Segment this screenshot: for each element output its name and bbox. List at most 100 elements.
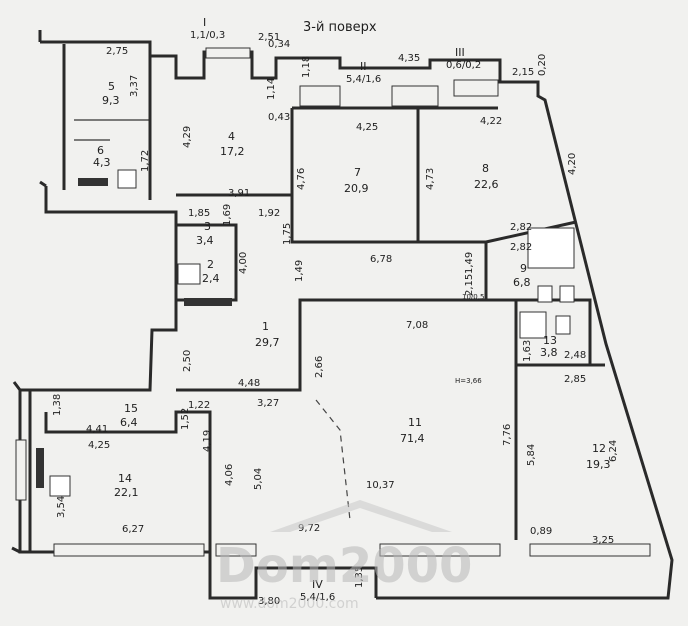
dimension-label: 6,24 — [608, 440, 619, 462]
dimension-label: 2,85 — [564, 374, 586, 385]
room-10-label: 10/0,5 — [462, 293, 484, 301]
dimension-label: 1,75 — [282, 223, 293, 245]
stove — [49, 475, 71, 497]
dimension-label: 3,54 — [56, 496, 67, 518]
floor-title: 3-й поверх — [303, 20, 377, 35]
room-number: 2 — [207, 258, 214, 271]
dimension-label: 1,63 — [522, 340, 533, 362]
room-number: 9 — [520, 262, 527, 275]
dimension-label: 2,66 — [314, 356, 325, 378]
dimension-label: 7,08 — [406, 320, 428, 331]
room-area: 2,4 — [202, 272, 220, 285]
dimension-label: 1,14 — [266, 78, 277, 100]
dimension-label: 1,72 — [140, 150, 151, 172]
room-number: 5 — [108, 80, 115, 93]
room-number: 1 — [262, 320, 269, 333]
balcony-number: I — [203, 16, 206, 29]
dimension-label: 4,41 — [86, 424, 108, 435]
dimension-label: 1,22 — [188, 400, 210, 411]
dimension-label: 2,82 — [510, 242, 532, 253]
dimension-label: 1,49 — [464, 252, 475, 274]
watermark-brand: Dom2000 — [216, 538, 472, 594]
dimension-labels: 2,75 3,37 1,72 2,51 0,34 1,18 4,35 2,15 … — [52, 32, 619, 607]
room-number: 12 — [592, 442, 606, 455]
dimension-label: 6,27 — [122, 524, 144, 535]
dimension-label: 2,15 — [512, 67, 534, 78]
dimension-label: 4,35 — [398, 53, 420, 64]
room-number: 6 — [97, 144, 104, 157]
interior-walls — [28, 44, 605, 552]
room-area: 6,8 — [513, 276, 531, 289]
dimension-label: 1,69 — [222, 204, 233, 226]
dimension-label: 1,38 — [52, 394, 63, 416]
sink-13 — [519, 311, 547, 339]
sink-6 — [117, 169, 137, 189]
radiator-14 — [36, 448, 44, 488]
room-area: 71,4 — [400, 432, 425, 445]
room-area: 3,4 — [196, 234, 214, 247]
room-area: 29,7 — [255, 336, 280, 349]
dimension-label: 9,72 — [298, 523, 320, 534]
dimension-label: 0,89 — [530, 526, 552, 537]
dimension-label: 3,37 — [129, 75, 140, 97]
room-number: 3 — [204, 220, 211, 233]
dimension-label: 3,25 — [592, 535, 614, 546]
dimension-label: 5,84 — [526, 444, 537, 466]
room-number: 13 — [543, 334, 557, 347]
dimension-label: 10,37 — [366, 480, 395, 491]
room-number: 7 — [354, 166, 361, 179]
balcony-number: IV — [312, 578, 323, 591]
dimension-label: 2,75 — [106, 46, 128, 57]
room-area: 20,9 — [344, 182, 369, 195]
room-area: 4,3 — [93, 156, 111, 169]
dimension-label: 4,22 — [480, 116, 502, 127]
dimension-label: 0,43 — [268, 112, 290, 123]
room-number: 14 — [118, 472, 132, 485]
balcony-area: 5,4/1,6 — [300, 592, 335, 603]
bathtub — [527, 227, 575, 269]
toilet — [537, 285, 553, 303]
radiator-6 — [78, 178, 108, 186]
sink — [559, 285, 575, 303]
watermark-site: www.dom2000.com — [220, 596, 359, 612]
room-area: 9,3 — [102, 94, 120, 107]
windows — [15, 47, 651, 557]
room-area: 22,6 — [474, 178, 499, 191]
balcony-area: 0,6/0,2 — [446, 60, 481, 71]
dimension-label: 4,48 — [238, 378, 260, 389]
dimension-label: 4,20 — [567, 153, 578, 175]
dimension-label: 7,76 — [502, 424, 513, 446]
dimension-label: 5,04 — [253, 468, 264, 490]
ceiling-height: H=3,66 — [455, 377, 482, 385]
dimension-label: 3,91 — [228, 188, 250, 199]
room-number: 8 — [482, 162, 489, 175]
room-number: 11 — [408, 416, 422, 429]
dimension-label: 2,15 — [464, 274, 475, 296]
dimension-label: 0,34 — [268, 39, 290, 50]
room-area: 22,1 — [114, 486, 139, 499]
room-number: 15 — [124, 402, 138, 415]
dimension-label: 4,19 — [202, 430, 213, 452]
dimension-label: 2,51 — [258, 32, 280, 43]
room-number: 4 — [228, 130, 235, 143]
dimension-label: 2,50 — [182, 350, 193, 372]
dimension-label: 4,25 — [356, 122, 378, 133]
dimension-label: 0,20 — [537, 54, 548, 76]
dimension-label: 4,76 — [296, 168, 307, 190]
room-area: 6,4 — [120, 416, 138, 429]
dimension-label: 4,06 — [224, 464, 235, 486]
dimension-label: 1,52 — [180, 408, 191, 430]
room-area: 3,8 — [540, 346, 558, 359]
dimension-label: 2,82 — [510, 222, 532, 233]
radiator-2 — [184, 298, 232, 306]
dimension-label: 1,18 — [301, 56, 312, 78]
room-area: 17,2 — [220, 145, 245, 158]
room-labels: 1 29,7 2 2,4 3 3,4 4 17,2 5 9,3 6 4,3 7 … — [93, 16, 611, 603]
balcony-area: 1,1/0,3 — [190, 30, 225, 41]
room-area: 19,3 — [586, 458, 611, 471]
dimension-label: 3,27 — [257, 398, 279, 409]
dimension-label: 1,85 — [188, 208, 210, 219]
toilet-2 — [177, 263, 201, 285]
fixtures — [36, 169, 575, 497]
watermark-logo: Dom2000 www.dom2000.com — [216, 500, 472, 612]
